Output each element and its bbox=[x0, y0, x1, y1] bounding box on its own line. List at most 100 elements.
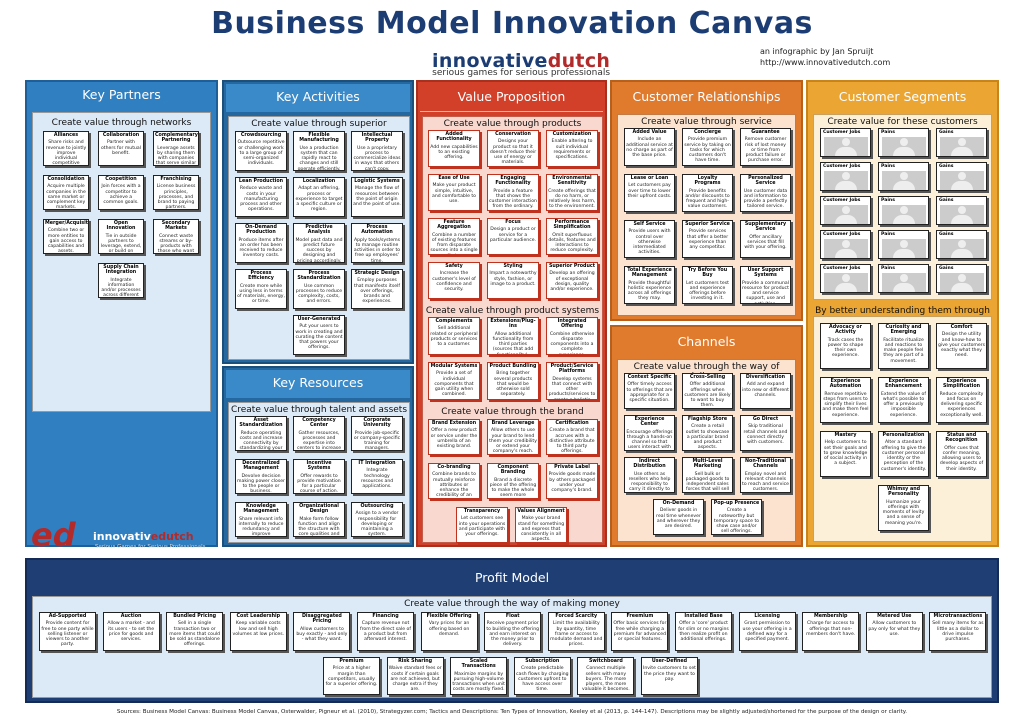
tactic-title: Coopetition bbox=[105, 177, 137, 182]
segment-profile-card: Pains bbox=[878, 230, 929, 259]
segment-profile-label: Customer Jobs bbox=[823, 198, 861, 203]
tactic-title: Secondary Markets bbox=[161, 221, 191, 232]
tactic-description: Help customers to set their goals and to… bbox=[823, 440, 868, 467]
tactic-description: Provide job-specific or company-specific… bbox=[353, 430, 401, 451]
value-proposition-panel: Value Proposition Create value through p… bbox=[416, 80, 607, 547]
tactic-title: Incentive Systems bbox=[306, 461, 332, 472]
tactic-title: Extensions/Plug-ins bbox=[490, 319, 536, 330]
tactic-title: Complements bbox=[435, 319, 473, 324]
tactic-description: Share risks and revenue to jointly impro… bbox=[45, 140, 87, 166]
tactic-title: Total Experience Management bbox=[627, 268, 672, 279]
segment-profile-card: Gains bbox=[936, 264, 987, 293]
tactic-title: Private Label bbox=[554, 465, 590, 470]
tactic-title: Decentralized Management bbox=[242, 461, 280, 472]
segment-profile-label: Pains bbox=[881, 232, 895, 237]
tactic-title: Pop-up Presence bbox=[713, 501, 760, 506]
customer-relationships-subtitle: Create value through service bbox=[641, 117, 772, 127]
tactic-title: Asset Standardization bbox=[239, 418, 283, 429]
tactic-description: Make form follow function and align the … bbox=[298, 516, 340, 537]
tactic-description: Price at a higher margin than competitor… bbox=[325, 666, 378, 688]
tactic-description: Omit superfluous details, features and i… bbox=[548, 232, 596, 254]
tactic-title: Concierge bbox=[693, 130, 722, 135]
segment-profile-card: Customer Jobs bbox=[820, 196, 871, 225]
segment-profile-card: Gains bbox=[936, 230, 987, 259]
tactic-title: Comfort bbox=[950, 325, 973, 330]
tactic-description: Charge for access to offerings that non-… bbox=[806, 621, 856, 637]
tactic-title: Cross-Selling bbox=[689, 375, 726, 380]
tactic-title: On-Demand bbox=[662, 501, 695, 506]
tactic-title: Crowdsourcing bbox=[240, 133, 282, 138]
tactic-title: Conservation bbox=[495, 132, 531, 137]
tactic-title: Diversification bbox=[745, 375, 786, 380]
tactic-description: Use customer data and information to pro… bbox=[743, 188, 788, 210]
tactic-title: Non-Traditional Channels bbox=[745, 459, 786, 470]
tactic-title: Personalization bbox=[882, 433, 925, 438]
tactic-description: Combine otherwise disparate components i… bbox=[549, 331, 595, 354]
segment-profile-label: Gains bbox=[939, 232, 954, 237]
tactic-description: Offer a 'core' product for slim or no ma… bbox=[678, 621, 729, 643]
tactic-description: Connect waste streams or by-products wit… bbox=[157, 233, 195, 254]
tactic-title: Go Direct bbox=[752, 417, 779, 422]
tactic-title: Context Specific bbox=[627, 375, 672, 380]
tactic-description: Partner with others for mutual benefit. bbox=[100, 140, 142, 156]
segment-profile-card: Gains bbox=[936, 128, 987, 157]
tactic-description: Grant permission to use your offering in… bbox=[742, 621, 792, 643]
tactic-description: Reduce waste and costs in your manufactu… bbox=[239, 186, 283, 213]
tactic-description: Add new capabilities to an existing offe… bbox=[430, 144, 478, 161]
website-link[interactable]: http://www.innovativedutch.com bbox=[760, 58, 891, 67]
tactic-title: Outsourcing bbox=[360, 504, 394, 509]
tactic-description: Allow others to use your brand to lend t… bbox=[489, 428, 537, 455]
tactic-description: Capture revenue not from the direct sale… bbox=[360, 621, 411, 643]
tactic-description: Provide content for free to one party wh… bbox=[41, 621, 94, 648]
tactic-title: Styling bbox=[503, 264, 523, 269]
segment-profile-label: Pains bbox=[881, 164, 895, 169]
tactic-description: Gather resources, processes and expertis… bbox=[296, 430, 342, 451]
tactic-title: Process Standardization bbox=[297, 271, 341, 282]
tactic-title: Added Functionality bbox=[436, 132, 472, 143]
tactic-description: Let customers pay over time to lower the… bbox=[627, 183, 672, 199]
tactic-title: Brand Extension bbox=[431, 421, 477, 426]
vp-subtitle-systems: Create value through product systems bbox=[425, 306, 600, 316]
tactic-description: Provide a communal resource for product … bbox=[742, 280, 789, 303]
tactic-description: Provide a set of individual components t… bbox=[434, 371, 474, 398]
tactic-title: Scaled Transactions bbox=[461, 659, 496, 670]
tactic-description: Increase the customer's level of confide… bbox=[432, 271, 476, 293]
tactic-title: Certification bbox=[555, 421, 589, 426]
key-activities-panel: Key Activities Create value through supe… bbox=[222, 80, 414, 364]
tactic-title: Loyalty Programs bbox=[694, 176, 721, 187]
tactic-description: Alter a standard offering to give the cu… bbox=[880, 440, 927, 472]
tactic-title: Financing bbox=[372, 614, 399, 619]
tactic-title: Engaging Functionality bbox=[495, 176, 531, 187]
tactic-title: Environmental Sensitivity bbox=[552, 176, 592, 187]
customer-segments-panel: Customer Segments Create value for these… bbox=[806, 80, 999, 547]
tactic-description: Manage the flow of resources between the… bbox=[353, 186, 401, 208]
tactic-title: Alliances bbox=[53, 133, 79, 138]
